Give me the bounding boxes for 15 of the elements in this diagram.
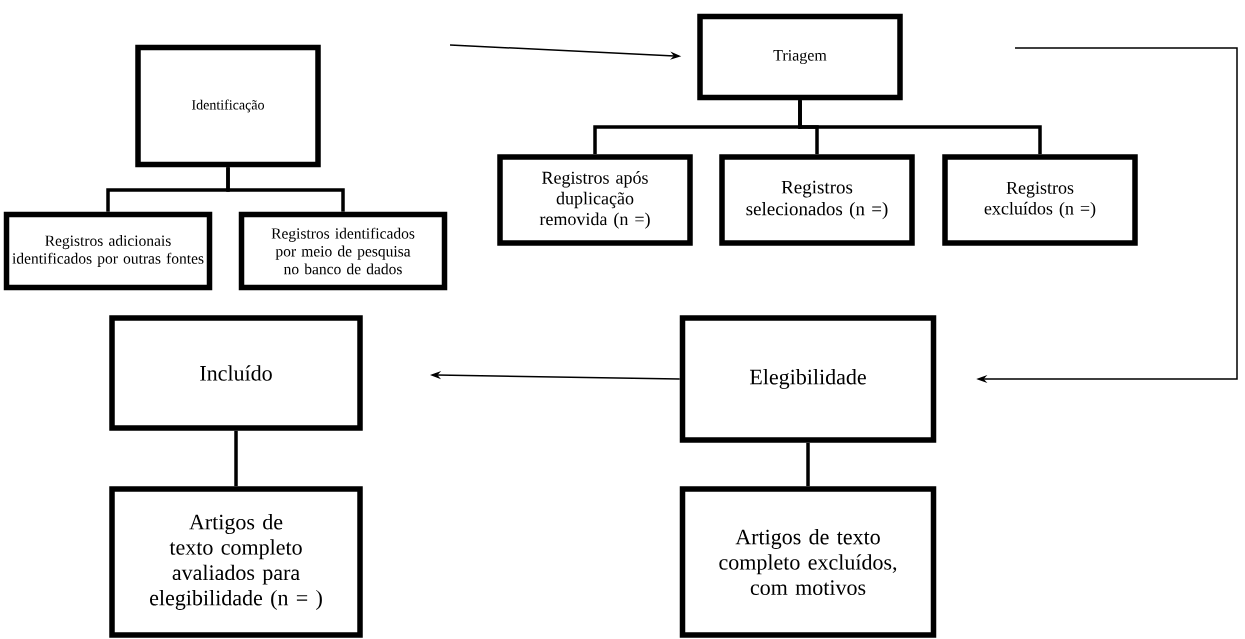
process-box: Artigos de texto completo avaliados para elegibilidade (n = ) (109, 486, 363, 638)
process-box: Registros adicionais identificados por outras fontes (3, 211, 213, 291)
process-box: Registros identificados por meio de pesquisa no banco de dados (238, 211, 448, 291)
process-box: Triagem (697, 13, 903, 101)
process-box: Registros após duplicação removida (n =) (497, 154, 693, 246)
process-box: Identificação (135, 44, 321, 168)
connector-line (226, 167, 345, 212)
connector-line (806, 442, 810, 487)
process-box: Artigos de texto completo excluídos, com motivos (679, 486, 937, 638)
connector-line (234, 430, 238, 487)
process-box: Registros selecionados (n =) (719, 154, 915, 246)
process-box: Incluído (109, 315, 363, 431)
process-box: Elegibilidade (679, 315, 937, 443)
connector-line (798, 100, 1042, 155)
process-box: Registros excluídos (n =) (942, 154, 1138, 246)
